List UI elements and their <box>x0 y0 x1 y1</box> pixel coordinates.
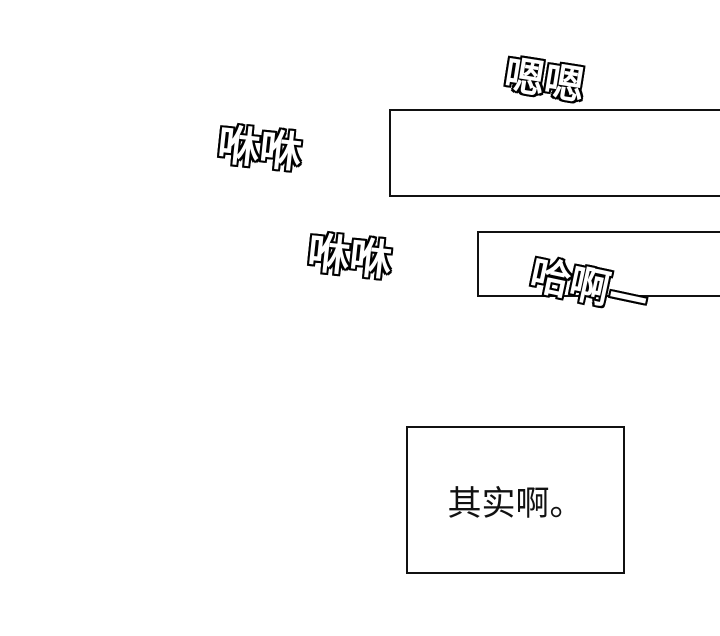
comic-panel-bottom: 其实啊。 <box>406 426 625 574</box>
dialogue-text: 其实啊。 <box>447 483 584 524</box>
sound-effect-xiuxiu-lower: 咻咻 <box>304 227 396 288</box>
comic-panel-top <box>389 109 720 197</box>
comic-panel-middle <box>477 231 720 297</box>
sound-effect-xiuxiu-upper: 咻咻 <box>214 119 306 180</box>
sound-effect-enen: 嗯嗯 <box>500 51 589 112</box>
